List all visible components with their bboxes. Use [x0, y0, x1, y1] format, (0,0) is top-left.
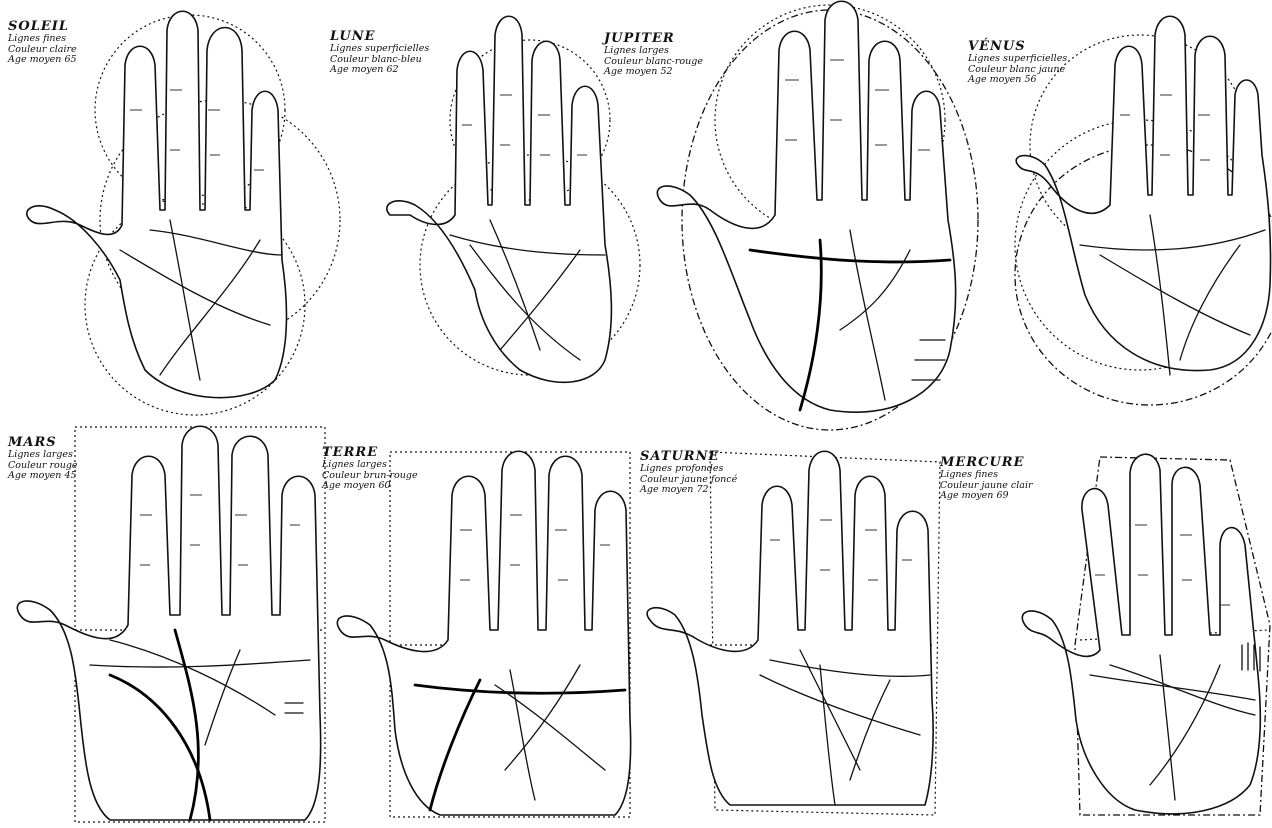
- panel-title-lune: LUNE: [330, 30, 429, 44]
- panel-terre: [337, 451, 630, 817]
- caption-venus-text: VÉNUS Lignes superficielles Couleur blan…: [968, 40, 1067, 86]
- caption-saturne-text: SATURNE Lignes profondes Couleur jaune f…: [640, 450, 737, 496]
- panel-title-venus: VÉNUS: [968, 40, 1067, 54]
- panel-soleil: [27, 11, 340, 415]
- hand-drawing-terre: [337, 451, 630, 817]
- caption-lune-text: LUNE Lignes superficielles Couleur blanc…: [330, 30, 429, 76]
- panel-age-saturne: Age moyen 72: [640, 485, 737, 495]
- caption-jupiter-text: JUPITER Lignes larges Couleur blanc-roug…: [604, 32, 703, 78]
- panel-age-mars: Age moyen 45: [8, 471, 78, 481]
- caption-mars-text: MARS Lignes larges Couleur rouge Age moy…: [8, 436, 78, 482]
- hand-drawing-mars: [17, 426, 325, 822]
- panel-title-terre: TERRE: [322, 446, 418, 460]
- caption-mercure-text: MERCURE Lignes fines Couleur jaune clair…: [940, 456, 1033, 502]
- panel-title-jupiter: JUPITER: [604, 32, 703, 46]
- hand-drawing-mercure: [1022, 454, 1270, 815]
- panel-age-terre: Age moyen 60: [322, 481, 418, 491]
- panel-mars: [17, 426, 325, 822]
- panel-mercure: [1022, 454, 1270, 815]
- hand-drawing-saturne: [647, 451, 940, 815]
- panel-title-mercure: MERCURE: [940, 456, 1033, 470]
- caption-soleil-text: SOLEIL Lignes fines Couleur claire Age m…: [8, 20, 77, 66]
- hand-drawing-jupiter: [657, 1, 978, 430]
- panel-age-mercure: Age moyen 69: [940, 491, 1033, 501]
- panel-saturne: [647, 451, 940, 815]
- panel-title-soleil: SOLEIL: [8, 20, 77, 34]
- caption-terre-text: TERRE Lignes larges Couleur brun-rouge A…: [322, 446, 418, 492]
- panel-age-lune: Age moyen 62: [330, 65, 429, 75]
- panel-title-saturne: SATURNE: [640, 450, 737, 464]
- hand-drawing-soleil: [27, 11, 340, 415]
- panel-jupiter: [657, 1, 978, 430]
- panel-age-jupiter: Age moyen 52: [604, 67, 703, 77]
- panel-age-venus: Age moyen 56: [968, 75, 1067, 85]
- panel-age-soleil: Age moyen 65: [8, 55, 77, 65]
- panel-title-mars: MARS: [8, 436, 78, 450]
